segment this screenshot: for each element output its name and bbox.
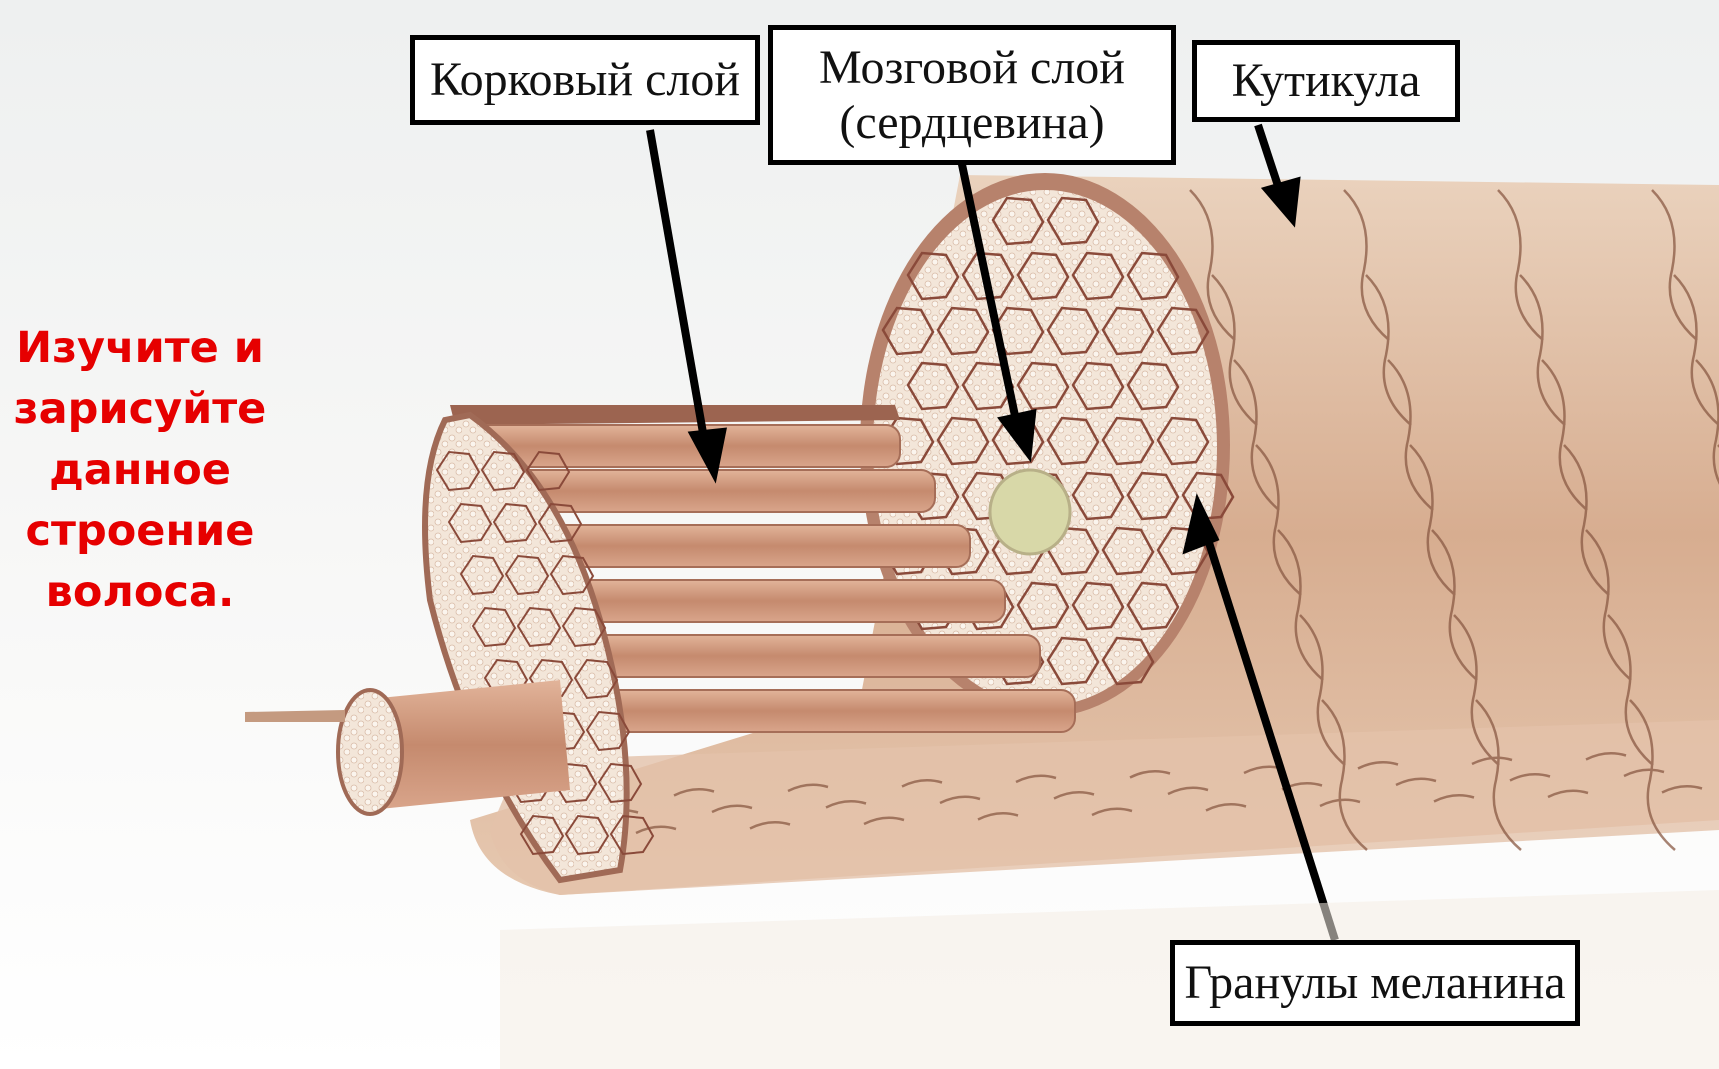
thin-strand bbox=[245, 710, 345, 722]
melanin-label-text: Гранулы меланина bbox=[1184, 955, 1565, 1010]
cortex-fiber bbox=[470, 425, 900, 467]
medulla-label: Мозговой слой (сердцевина) bbox=[768, 25, 1176, 165]
cortex-label: Корковый слой bbox=[410, 35, 760, 125]
medulla-core bbox=[990, 470, 1070, 554]
medulla-label-line2: (сердцевина) bbox=[839, 95, 1104, 150]
cortex-label-text: Корковый слой bbox=[430, 52, 740, 107]
inner-bundle-face bbox=[338, 690, 402, 814]
melanin-label: Гранулы меланина bbox=[1170, 940, 1580, 1026]
cuticle-label-text: Кутикула bbox=[1232, 53, 1421, 108]
medulla-label-line1: Мозговой слой bbox=[819, 40, 1125, 95]
task-instruction: Изучите и зарисуйте данное строение воло… bbox=[0, 318, 280, 623]
cuticle-label: Кутикула bbox=[1192, 40, 1460, 122]
